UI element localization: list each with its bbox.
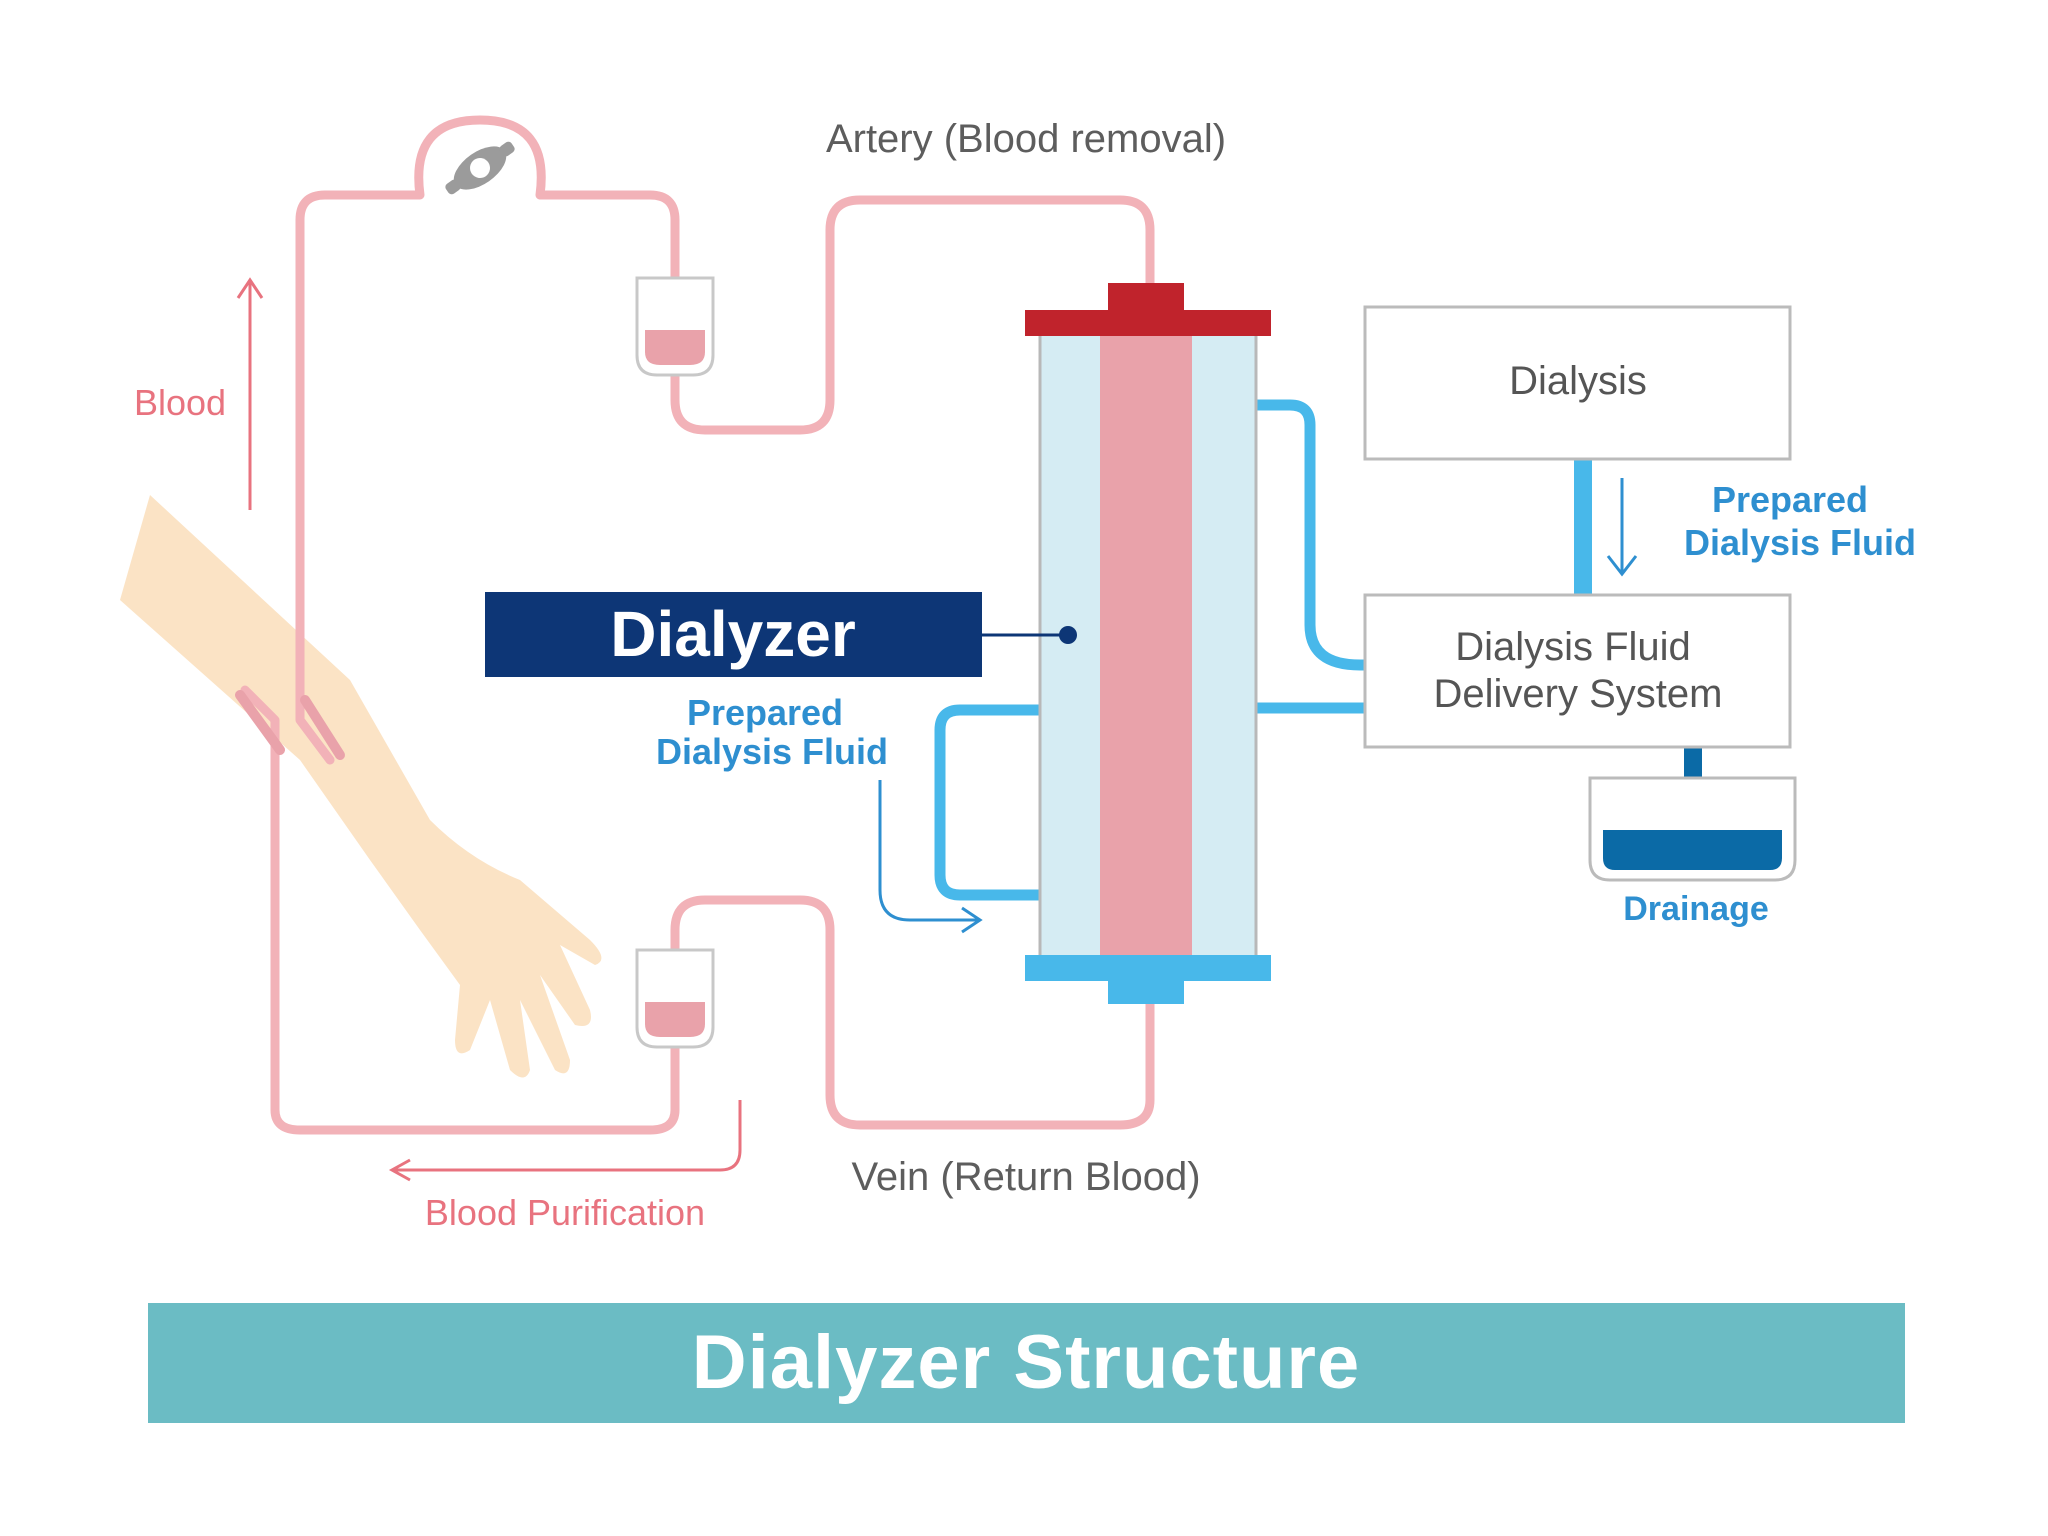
dialyzer-leader-dot [1059, 626, 1077, 644]
prepared-fluid-right-arrow [1606, 478, 1638, 577]
dialyzer-callout: Dialyzer [485, 592, 1077, 677]
delivery-system-box [1363, 593, 1792, 749]
arterial-needle [300, 695, 345, 760]
dialyzer-bottom-cap [1025, 955, 1271, 981]
vein-label: Vein (Return Blood) [851, 1155, 1200, 1199]
dialysis-box-label: Dialysis [1509, 359, 1647, 403]
dialysis-fluid-tubing [934, 399, 1702, 901]
vein-line-from-dialyzer [670, 895, 1155, 1130]
footer-banner [148, 1303, 1905, 1423]
prepared-fluid-right-line1: Prepared [1712, 479, 1868, 520]
blood-tubing [240, 115, 1155, 1135]
prepared-fluid-right-line2: Dialysis Fluid [1684, 522, 1916, 563]
dialyzer-column [1025, 283, 1271, 1004]
prepared-fluid-left-line2: Dialysis Fluid [656, 731, 888, 772]
drainage-container [1588, 776, 1797, 882]
dialyzer-bottom-port [1108, 978, 1184, 1004]
dialyzer-top-cap [1025, 310, 1271, 336]
vein-line-to-arm [240, 685, 680, 1135]
clamp-icon [445, 141, 515, 195]
artery-line-upper [295, 115, 680, 765]
blood-up-arrow [236, 277, 264, 510]
venous-needle [235, 690, 285, 755]
footer-title: Dialyzer Structure [692, 1320, 1360, 1405]
blood-label: Blood [134, 382, 226, 423]
dialyzer-blood-core [1100, 330, 1192, 960]
venous-drip-chamber [635, 948, 715, 1049]
dialyzer-label: Dialyzer [610, 598, 855, 670]
prepared-fluid-left-arrow [878, 780, 983, 934]
artery-label: Artery (Blood removal) [826, 117, 1226, 161]
artery-line-to-dialyzer [670, 195, 1155, 435]
fluid-outlet-line [1218, 399, 1368, 671]
blood-purification-arrow [388, 1100, 742, 1182]
arm-illustration [120, 495, 602, 1078]
dialysis-box [1363, 305, 1792, 461]
blood-purification-label: Blood Purification [425, 1192, 705, 1233]
prepared-fluid-left-line1: Prepared [687, 692, 843, 733]
dialyzer-top-port [1108, 283, 1184, 313]
arterial-drip-chamber [635, 276, 715, 377]
fluid-left-loop [934, 704, 1078, 901]
dialyzer-label-box [485, 592, 982, 677]
drainage-label: Drainage [1623, 890, 1769, 928]
arm-shape [120, 495, 602, 1078]
delivery-label-line2: Delivery System [1434, 672, 1723, 716]
delivery-label-line1: Dialysis Fluid [1455, 625, 1691, 669]
